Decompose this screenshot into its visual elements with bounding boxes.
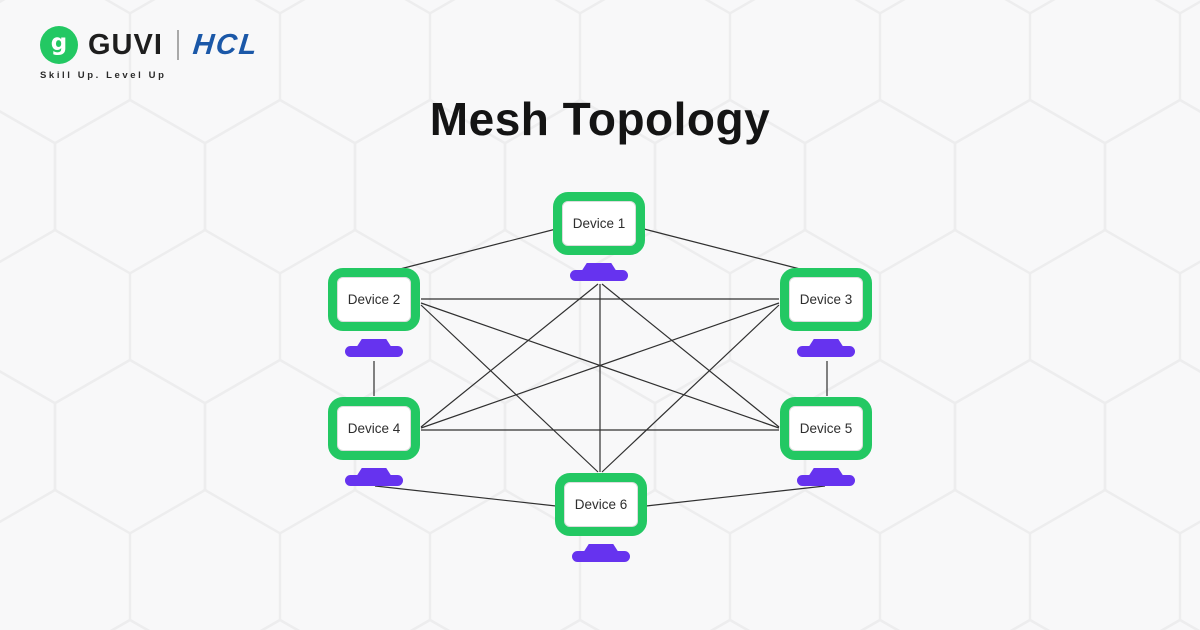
page-title: Mesh Topology [429, 93, 771, 145]
connection-device-3-device-6 [601, 304, 780, 473]
guvi-logo-icon: g [40, 26, 78, 64]
device-stand-icon [345, 339, 403, 357]
device-box-3: Device 3 [780, 268, 872, 331]
connection-device-1-device-4 [420, 283, 599, 428]
connection-device-5-device-6 [645, 485, 826, 507]
device-box-4: Device 4 [328, 397, 420, 460]
device-stand-icon [572, 544, 630, 562]
device-node-6: Device 6 [555, 473, 647, 562]
guvi-wordmark: GUVI [88, 28, 163, 61]
device-stand-icon [570, 263, 628, 281]
device-label-1: Device 1 [572, 216, 626, 231]
device-node-4: Device 4 [328, 397, 420, 486]
connection-device-3-device-4 [420, 302, 780, 429]
brand-logo: g GUVI HCL [40, 26, 261, 64]
device-box-6: Device 6 [555, 473, 647, 536]
connection-device-1-device-2 [399, 228, 557, 270]
guvi-glyph: g [50, 30, 68, 56]
device-stand-icon [345, 468, 403, 486]
connection-device-1-device-3 [643, 228, 801, 270]
device-stand-icon [797, 339, 855, 357]
device-box-1: Device 1 [553, 192, 645, 255]
device-box-5: Device 5 [780, 397, 872, 460]
device-stand-icon [797, 468, 855, 486]
brand-tagline: Skill Up. Level Up [40, 70, 167, 81]
connection-device-2-device-6 [420, 304, 599, 473]
device-label-4: Device 4 [347, 421, 401, 436]
device-node-2: Device 2 [328, 268, 420, 357]
device-label-5: Device 5 [799, 421, 853, 436]
connection-device-4-device-6 [374, 485, 557, 507]
hcl-wordmark: HCL [191, 28, 261, 61]
device-node-3: Device 3 [780, 268, 872, 357]
device-label-2: Device 2 [347, 292, 401, 307]
logo-divider [176, 30, 179, 60]
connection-device-1-device-5 [601, 283, 780, 428]
device-node-5: Device 5 [780, 397, 872, 486]
device-label-6: Device 6 [574, 497, 628, 512]
device-box-2: Device 2 [328, 268, 420, 331]
device-label-3: Device 3 [799, 292, 853, 307]
device-node-1: Device 1 [553, 192, 645, 281]
